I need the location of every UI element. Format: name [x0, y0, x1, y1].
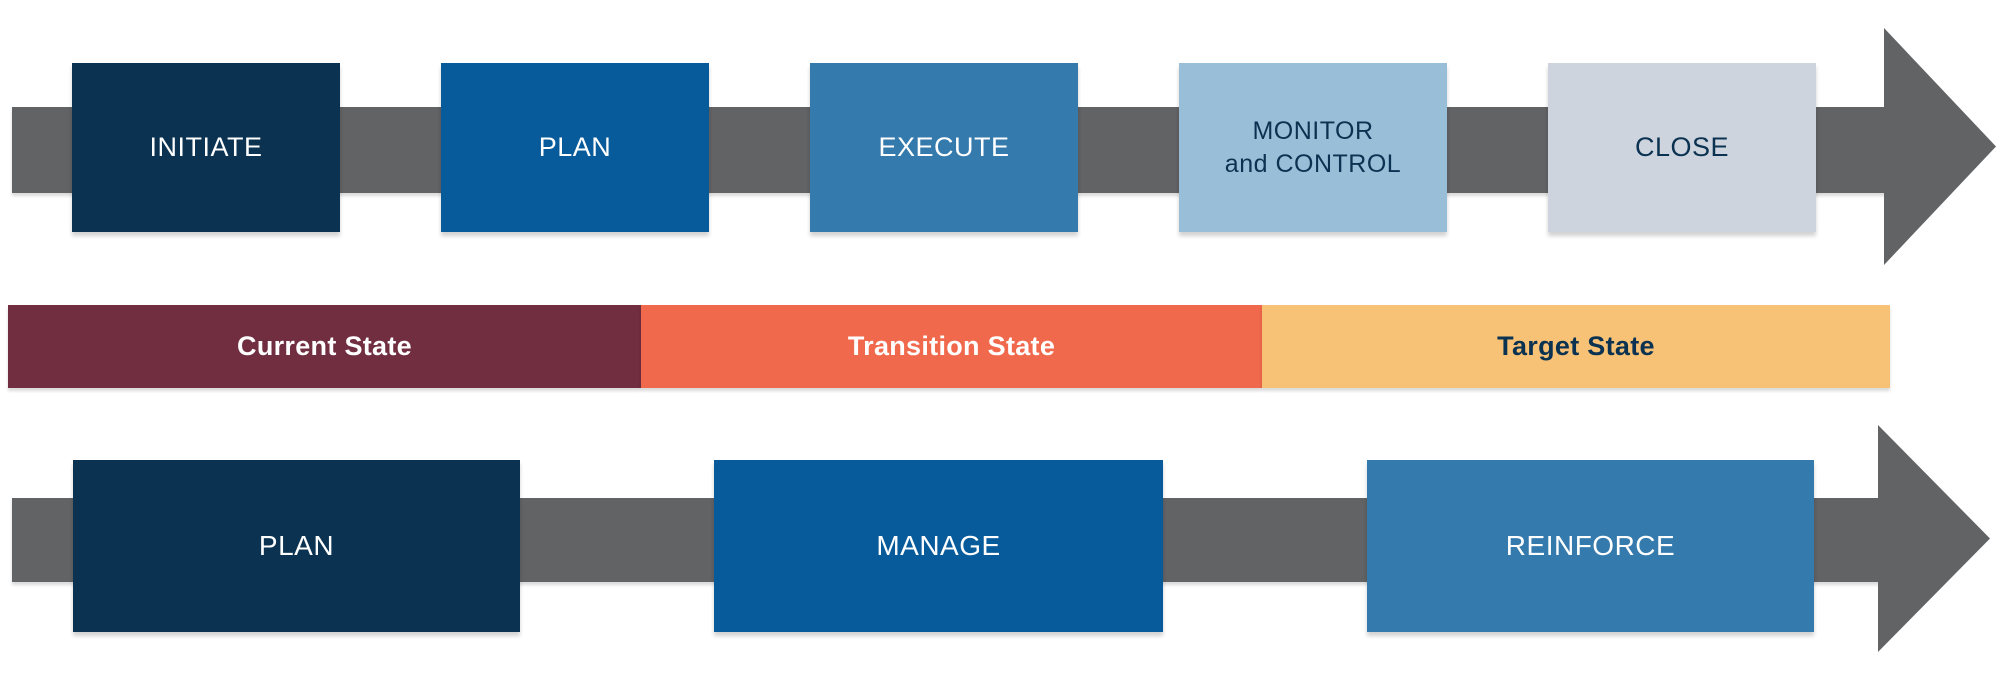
top-arrow-head-icon	[1884, 28, 1996, 265]
state-segment-current-state: Current State	[8, 305, 641, 388]
state-segment-transition-state: Transition State	[641, 305, 1262, 388]
state-label: Current State	[237, 331, 412, 361]
step-box-plan: PLAN	[441, 63, 709, 232]
step-box-manage: MANAGE	[714, 460, 1163, 632]
step-label-line-1: MONITOR	[1252, 117, 1374, 145]
step-box-initiate: INITIATE	[72, 63, 340, 232]
step-label: REINFORCE	[1505, 529, 1676, 561]
state-segment-target-state: Target State	[1262, 305, 1890, 388]
step-box-reinforce: REINFORCE	[1367, 460, 1814, 632]
step-box-execute: EXECUTE	[810, 63, 1078, 232]
step-label: CLOSE	[1634, 131, 1730, 162]
step-label: PLAN	[538, 131, 612, 162]
step-label: INITIATE	[149, 131, 263, 162]
step-box-monitor-and-control: MONITOR and CONTROL	[1179, 63, 1447, 232]
step-box-plan-bottom: PLAN	[73, 460, 520, 632]
step-label: EXECUTE	[878, 131, 1010, 162]
step-box-close: CLOSE	[1548, 63, 1816, 232]
step-label: MANAGE	[876, 529, 1001, 561]
state-label: Target State	[1497, 331, 1655, 361]
state-label: Transition State	[847, 331, 1056, 361]
bottom-arrow-head-icon	[1878, 425, 1990, 652]
step-label-line-2: and CONTROL	[1224, 149, 1402, 178]
step-label: PLAN	[258, 529, 335, 561]
